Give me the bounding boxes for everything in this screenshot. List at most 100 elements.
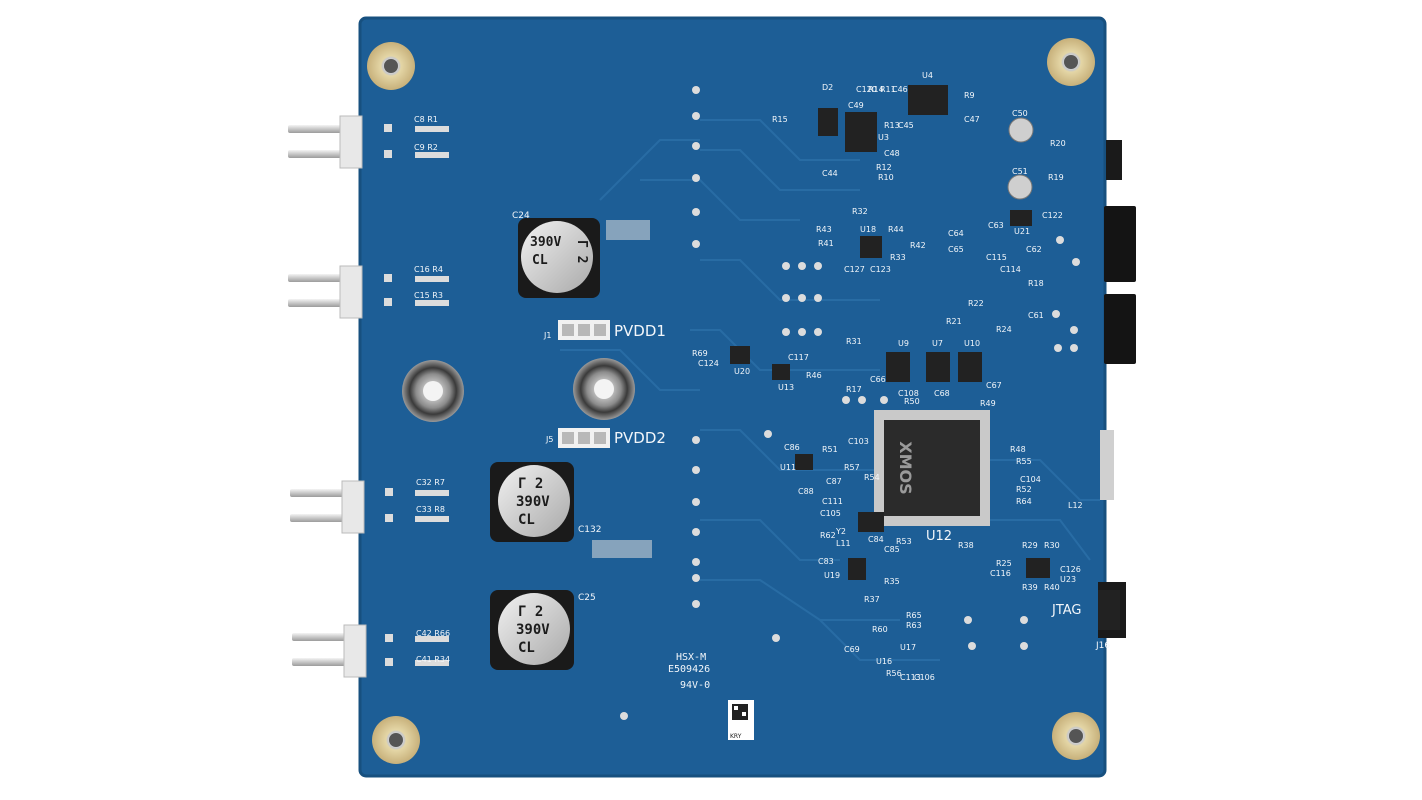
- svg-text:C33 R8: C33 R8: [416, 505, 445, 514]
- refdes-r62: R62: [820, 531, 836, 540]
- refdes-c62: C62: [1026, 245, 1042, 254]
- refdes-r24: R24: [996, 325, 1012, 334]
- refdes-c51: C51: [1012, 167, 1028, 176]
- capacitor-c132: [490, 462, 574, 542]
- pcb-traces: [560, 119, 1100, 661]
- refdes-c113: C113: [900, 673, 921, 682]
- refdes-r43: R43: [816, 225, 832, 234]
- refdes-c63: C63: [988, 221, 1004, 230]
- header-housings: [339, 115, 367, 678]
- refdes-r49: R49: [980, 399, 996, 408]
- refdes-r56: R56: [886, 669, 902, 678]
- refdes-d2: D2: [822, 83, 833, 92]
- refdes-r25: R25: [996, 559, 1012, 568]
- refdes-r38: R38: [958, 541, 974, 550]
- svg-text:J5: J5: [545, 435, 553, 444]
- refdes-r29: R29: [1022, 541, 1038, 550]
- svg-text:Γ 2: Γ 2: [518, 604, 543, 620]
- refdes-c126: C126: [1060, 565, 1081, 574]
- refdes-c127: C127: [844, 265, 865, 274]
- jumper-j5: [558, 428, 610, 448]
- silkscreen-labels: PVDD1 J1 PVDD2 J5 JTAG J16 U12 C24 C25 C…: [414, 115, 1110, 740]
- svg-text:J16: J16: [1095, 641, 1110, 651]
- mounting-holes: [367, 38, 1100, 764]
- refdes-c86: C86: [784, 443, 800, 452]
- refdes-r35: R35: [884, 577, 900, 586]
- label-jtag: JTAG: [1051, 603, 1082, 618]
- refdes-c50: C50: [1012, 109, 1028, 118]
- svg-text:390V: 390V: [516, 494, 550, 510]
- svg-text:CL: CL: [532, 253, 548, 268]
- refdes-c44: C44: [822, 169, 838, 178]
- refdes-r21: R21: [946, 317, 962, 326]
- refdes-r37: R37: [864, 595, 880, 604]
- refdes-c122: C122: [1042, 211, 1063, 220]
- refdes-c117: C117: [788, 353, 809, 362]
- refdes-r17: R17: [846, 385, 862, 394]
- pads-and-vias: [384, 86, 1080, 720]
- refdes-c69: C69: [844, 645, 860, 654]
- refdes-r44: R44: [888, 225, 904, 234]
- refdes-r63: R63: [906, 621, 922, 630]
- svg-text:C8 R1: C8 R1: [414, 115, 438, 124]
- refdes-r55: R55: [1016, 457, 1032, 466]
- svg-text:CL: CL: [518, 640, 535, 656]
- refdes-r65: R65: [906, 611, 922, 620]
- refdes-r50: R50: [904, 397, 920, 406]
- refdes-r54: R54: [864, 473, 880, 482]
- refdes-c108: C108: [898, 389, 919, 398]
- smd-caps: [1007, 117, 1034, 200]
- refdes-c65: C65: [948, 245, 964, 254]
- refdes-c46: C46: [892, 85, 908, 94]
- pad-arrays: [592, 220, 652, 558]
- refdes-r48: R48: [1010, 445, 1026, 454]
- refdes-r31: R31: [846, 337, 862, 346]
- refdes-r30: R30: [1044, 541, 1060, 550]
- refdes-u11: U11: [780, 463, 796, 472]
- refdes-r13: R13: [884, 121, 900, 130]
- refdes-r11: R11: [880, 85, 896, 94]
- refdes-u10: U10: [964, 339, 980, 348]
- binding-posts: [402, 358, 635, 422]
- svg-text:C42 R66: C42 R66: [416, 629, 450, 638]
- refdes-c104: C104: [1020, 475, 1041, 484]
- small-ics: [730, 85, 1120, 630]
- refdes-c115: C115: [986, 253, 1007, 262]
- refdes-c106: C106: [914, 673, 935, 682]
- svg-text:390V: 390V: [530, 235, 561, 250]
- refdes-r9: R9: [964, 91, 975, 100]
- refdes-r69: R69: [692, 349, 708, 358]
- refdes-r15: R15: [772, 115, 788, 124]
- svg-text:390V: 390V: [516, 622, 550, 638]
- datamatrix-label: [728, 700, 754, 740]
- svg-text:C32 R7: C32 R7: [416, 478, 445, 487]
- cap-markings: Γ 2 390V CL Γ 2 390V CL 390V CL: [516, 235, 561, 656]
- refdes-r39: R39: [1022, 583, 1038, 592]
- refdes-u13: U13: [778, 383, 794, 392]
- refdes-c85: C85: [884, 545, 900, 554]
- svg-text:94V-0: 94V-0: [680, 680, 710, 691]
- refdes-l12: L12: [1068, 501, 1083, 510]
- refdes-r10: R10: [878, 173, 894, 182]
- refdes-c116: C116: [990, 569, 1011, 578]
- label-pvdd1: PVDD1: [614, 322, 666, 340]
- svg-text:Γ 2: Γ 2: [518, 476, 543, 492]
- refdes-r51: R51: [822, 445, 838, 454]
- svg-text:C9 R2: C9 R2: [414, 143, 438, 152]
- refdes-y2: Y2: [835, 527, 846, 536]
- refdes-c111: C111: [822, 497, 843, 506]
- refdes-u7: U7: [932, 339, 943, 348]
- refdes-r46: R46: [806, 371, 822, 380]
- refdes-c84: C84: [868, 535, 884, 544]
- refdes-c48: C48: [884, 149, 900, 158]
- refdes-c103: C103: [848, 437, 869, 446]
- refdes-c123: C123: [870, 265, 891, 274]
- refdes-u3: U3: [878, 133, 889, 142]
- refdes-c120: C120: [856, 85, 877, 94]
- jumper-j1: [558, 320, 610, 340]
- svg-text:C24: C24: [512, 211, 530, 221]
- refdes-r18: R18: [1028, 279, 1044, 288]
- svg-text:E509426: E509426: [668, 664, 710, 675]
- label-pvdd2: PVDD2: [614, 429, 666, 447]
